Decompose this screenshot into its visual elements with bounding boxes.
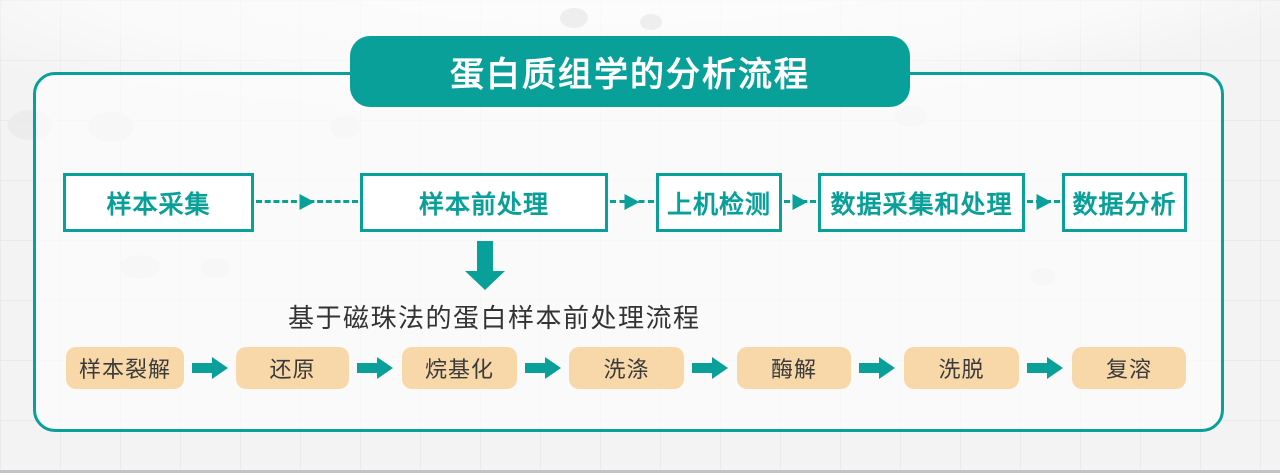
- substep-label: 洗脱: [938, 357, 985, 382]
- page-title: 蛋白质组学的分析流程: [450, 56, 810, 94]
- block-arrow-stem: [357, 363, 377, 373]
- substep-redissolution: 复溶: [1072, 347, 1186, 389]
- flow-step-label: 样本采集: [106, 190, 211, 219]
- flow-step-data-acquisition-processing: 数据采集和处理: [818, 173, 1025, 232]
- decor-blob: [640, 14, 662, 30]
- block-arrow-head: [545, 357, 561, 379]
- decor-blob: [560, 8, 588, 28]
- block-arrow-right-icon: [1027, 357, 1063, 379]
- dashed-arrow-connector: [784, 192, 816, 212]
- block-arrow-head: [879, 357, 895, 379]
- down-arrow-head: [465, 271, 505, 290]
- flow-step-label: 数据分析: [1072, 190, 1177, 219]
- substep-label: 烷基化: [424, 357, 494, 382]
- block-arrow-stem: [859, 363, 879, 373]
- title-banner: 蛋白质组学的分析流程: [350, 36, 910, 107]
- flow-step-label: 上机检测: [666, 190, 771, 219]
- dashed-arrow-connector: [610, 192, 654, 212]
- flow-step-data-analysis: 数据分析: [1062, 173, 1187, 232]
- sub-flow-heading: 基于磁珠法的蛋白样本前处理流程: [288, 303, 701, 333]
- substep-washing: 洗涤: [569, 347, 684, 389]
- block-arrow-stem: [192, 363, 212, 373]
- flow-step-sample-collection: 样本采集: [63, 173, 254, 232]
- block-arrow-right-icon: [859, 357, 895, 379]
- block-arrow-right-icon: [525, 357, 561, 379]
- block-arrow-head: [1047, 357, 1063, 379]
- substep-reduction: 还原: [236, 347, 349, 389]
- flow-step-label: 样本前处理: [418, 190, 549, 219]
- block-arrow-head: [212, 357, 228, 379]
- arrow-right-icon: [792, 194, 808, 210]
- substep-sample-lysis: 样本裂解: [66, 347, 184, 389]
- down-arrow-icon: [465, 241, 505, 290]
- substep-label: 复溶: [1105, 357, 1152, 382]
- page-bottom-edge: [0, 470, 1280, 473]
- substep-alkylation: 烷基化: [402, 347, 517, 389]
- substep-enzymatic-digestion: 酶解: [737, 347, 851, 389]
- substep-label: 还原: [269, 357, 316, 382]
- arrow-right-icon: [299, 194, 315, 210]
- dashed-arrow-connector: [1027, 192, 1060, 212]
- down-arrow-stem: [477, 241, 493, 272]
- block-arrow-right-icon: [192, 357, 228, 379]
- flow-step-label: 数据采集和处理: [830, 190, 1013, 219]
- substep-elution: 洗脱: [904, 347, 1019, 389]
- block-arrow-right-icon: [357, 357, 393, 379]
- arrow-right-icon: [624, 194, 640, 210]
- block-arrow-head: [712, 357, 728, 379]
- substep-label: 酶解: [770, 357, 817, 382]
- substep-label: 洗涤: [603, 357, 650, 382]
- substep-label: 样本裂解: [78, 357, 171, 382]
- flow-step-instrument-detection: 上机检测: [656, 173, 782, 232]
- arrow-right-icon: [1036, 194, 1051, 210]
- dashed-arrow-connector: [256, 192, 358, 212]
- block-arrow-stem: [692, 363, 712, 373]
- block-arrow-stem: [525, 363, 545, 373]
- block-arrow-head: [377, 357, 393, 379]
- block-arrow-right-icon: [692, 357, 728, 379]
- block-arrow-stem: [1027, 363, 1047, 373]
- flow-step-sample-pretreatment: 样本前处理: [360, 173, 608, 232]
